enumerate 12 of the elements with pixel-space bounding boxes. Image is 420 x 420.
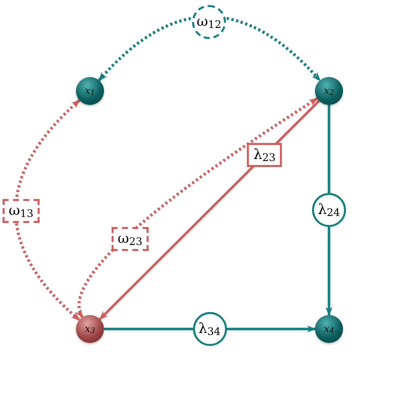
node-label: x$_{3}$ bbox=[84, 322, 96, 336]
node-label: x$_{2}$ bbox=[324, 84, 334, 98]
edge-label: ω$_{13}$ bbox=[2, 199, 40, 223]
edge-label: ω$_{23}$ bbox=[112, 227, 148, 251]
dotted-arrow bbox=[98, 15, 321, 82]
edge-label: λ$_{24}$ bbox=[312, 193, 346, 227]
edge-label: λ$_{34}$ bbox=[192, 312, 226, 346]
node-label: x$_{4}$ bbox=[324, 322, 334, 336]
edge-label: ω$_{12}$ bbox=[192, 5, 226, 39]
node-label: x$_{1}$ bbox=[84, 84, 96, 98]
edge-label: λ$_{23}$ bbox=[247, 143, 282, 168]
dotted-arrow bbox=[14, 99, 81, 322]
